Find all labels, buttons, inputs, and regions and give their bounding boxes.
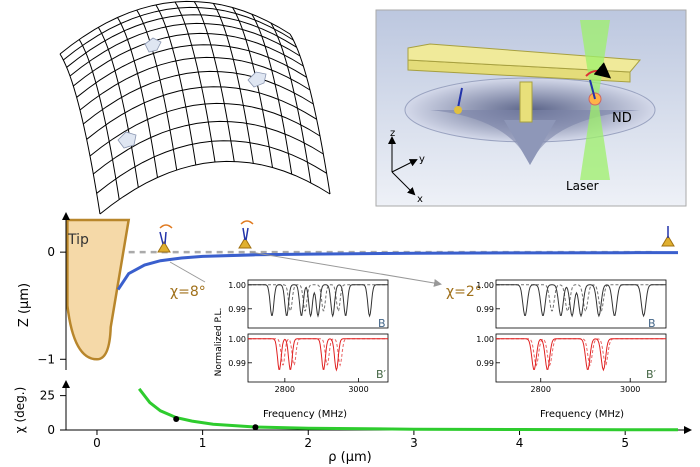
mesh-line xyxy=(76,44,307,98)
inset-B-label-left: B xyxy=(378,317,386,330)
chi-tick-label: 0 xyxy=(47,423,55,437)
rho-tick-label: 2 xyxy=(304,436,312,450)
tilt-angle-plot: 0 1 2 3 4 5 0 25 χ (deg.) ρ (μm) xyxy=(13,380,692,465)
inset-panel xyxy=(495,333,667,383)
chi-label-8: χ=8° xyxy=(170,284,206,300)
z-axis-ticks: 0 −1 xyxy=(37,245,66,366)
inset-spectrum-dashed xyxy=(248,338,388,367)
inset-x-tick-label: 2800 xyxy=(275,385,295,394)
axis-z-label: z xyxy=(390,128,395,139)
chi-markers xyxy=(173,416,259,431)
inset-y-tick-label: 0.99 xyxy=(228,359,246,368)
rho-tick-label: 4 xyxy=(516,436,524,450)
inset-y-tick-label: 1.00 xyxy=(228,335,246,344)
mesh-line xyxy=(270,22,312,183)
rho-tick-label: 3 xyxy=(410,436,418,450)
inset-x-label-right: Frequency (MHz) xyxy=(540,409,624,420)
mesh-line xyxy=(82,70,314,125)
rho-tick-label: 1 xyxy=(199,436,207,450)
rho-axis-label: ρ (μm) xyxy=(328,450,371,465)
diamond-icon xyxy=(144,37,162,53)
inset-x-tick-label: 3000 xyxy=(620,385,640,394)
tip-label: Tip xyxy=(67,232,89,248)
rho-tick-label: 0 xyxy=(93,436,101,450)
inset-y-tick-label: 1.00 xyxy=(476,335,494,344)
mesh-line xyxy=(62,6,294,61)
mesh-line xyxy=(66,14,297,68)
inset-panel xyxy=(247,279,389,329)
rho-axis-ticks: 0 1 2 3 4 5 xyxy=(93,430,629,450)
chi-marker xyxy=(173,416,180,422)
mesh-line xyxy=(79,56,311,111)
mesh-line xyxy=(155,4,197,165)
chi-label-2: χ=2° xyxy=(446,284,482,300)
inset-panel xyxy=(247,333,389,383)
chi-marker xyxy=(252,424,259,431)
chi-axis-ticks: 0 25 xyxy=(40,389,66,437)
mesh-line xyxy=(136,9,178,171)
inset-y-tick-label: 0.99 xyxy=(476,305,494,314)
mesh-line xyxy=(99,160,331,215)
surface-profile-plot: Tip 0 −1 Z (μm) χ=8° χ=2° xyxy=(17,212,679,420)
inset-y-tick-label: 0.99 xyxy=(476,359,494,368)
inset-x-tick-label: 3000 xyxy=(348,385,368,394)
mesh-line xyxy=(72,32,304,87)
schematic-render: ND Laser z y x xyxy=(375,9,687,207)
laser-label: Laser xyxy=(566,179,599,193)
inset-spectrum-dashed xyxy=(496,338,666,367)
chi-tick-label: 25 xyxy=(40,389,55,403)
nd-probe-icon xyxy=(661,226,675,247)
spectra-insets: 1.00 0.99 1.00 0.99 2800 3000 1.00 0.99 1.00 0.99… xyxy=(228,279,667,394)
inset-B-label-right: B xyxy=(648,317,656,330)
mesh-line xyxy=(289,33,331,195)
inset-y-tick-label: 1.00 xyxy=(228,281,246,290)
diamond-icon xyxy=(247,71,267,88)
mesh-line xyxy=(92,120,324,175)
saddle-surface-mesh xyxy=(59,0,331,215)
inset-y-label: Normalized P.L. xyxy=(214,308,224,377)
inset-spectrum-solid xyxy=(496,284,666,318)
mesh-line xyxy=(59,0,291,55)
nd-label: ND xyxy=(612,111,632,126)
z-axis-label: Z (μm) xyxy=(17,283,32,327)
chi-curve xyxy=(138,387,679,432)
axis-y-label: y xyxy=(419,154,425,165)
inset-x-tick-label: 2800 xyxy=(531,385,551,394)
rho-tick-label: 5 xyxy=(621,436,629,450)
surface-curve xyxy=(116,251,679,291)
inset-Bprime-label-right: B′ xyxy=(646,368,657,381)
mesh-line xyxy=(69,22,301,77)
axis-x-label: x xyxy=(417,194,423,205)
chi-axis-label: χ (deg.) xyxy=(13,387,27,434)
inset-y-tick-label: 0.99 xyxy=(228,305,246,314)
inset-spectrum-dashed xyxy=(248,284,388,312)
diamond-icon xyxy=(117,131,137,149)
z-tick-label: −1 xyxy=(37,352,55,366)
inset-panel xyxy=(495,279,667,329)
inset-Bprime-label-left: B′ xyxy=(376,368,387,381)
mesh-line xyxy=(251,13,293,175)
inset-spectrum-solid xyxy=(248,284,388,318)
z-tick-label: 0 xyxy=(47,245,55,259)
tip-shape xyxy=(66,218,131,361)
diamond-icons xyxy=(117,37,267,149)
inset-spectrum-dashed xyxy=(496,284,666,313)
mesh-line xyxy=(89,102,321,157)
inset-y-tick-label: 1.00 xyxy=(476,281,494,290)
inset-x-label-left: Frequency (MHz) xyxy=(263,409,347,420)
nd-probe-icon xyxy=(157,224,173,253)
nd-probe-icon xyxy=(238,220,254,249)
mesh-line xyxy=(86,86,317,140)
mesh-line xyxy=(96,140,327,194)
